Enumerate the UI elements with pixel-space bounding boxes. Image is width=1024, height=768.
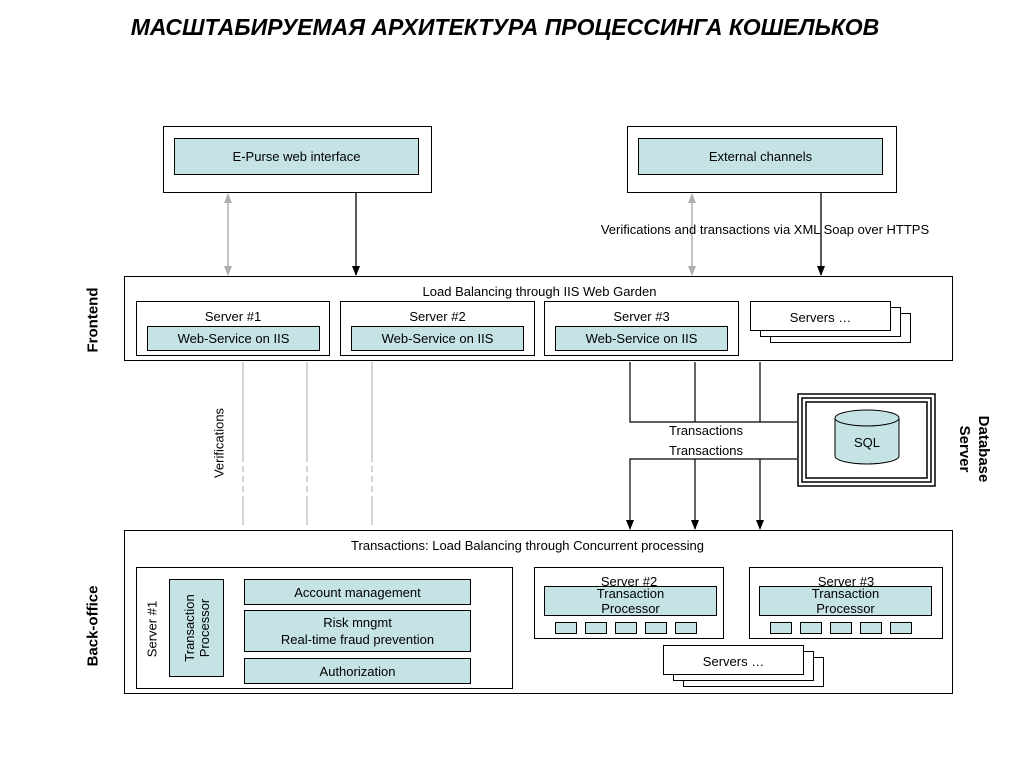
server-2-workers bbox=[555, 622, 697, 634]
worker-block bbox=[615, 622, 637, 634]
server-name: Server #3 bbox=[613, 309, 670, 324]
backoffice-more-servers: Servers … bbox=[663, 645, 804, 675]
server-3-workers bbox=[770, 622, 912, 634]
epurse-container: E-Purse web interface bbox=[163, 126, 432, 193]
backoffice-header: Transactions: Load Balancing through Con… bbox=[351, 538, 704, 553]
risk-management: Risk mngmt Real-time fraud prevention bbox=[244, 610, 471, 652]
processor-line2: Processor bbox=[816, 601, 875, 616]
processor-line2: Processor bbox=[601, 601, 660, 616]
server-2-name: Server #2 bbox=[600, 574, 658, 589]
frontend-server-2: Server #2 Web-Service on IIS bbox=[340, 301, 535, 356]
worker-block bbox=[860, 622, 882, 634]
server-3-name: Server #3 bbox=[817, 574, 875, 589]
worker-block bbox=[555, 622, 577, 634]
frontend-side-label: Frontend bbox=[84, 287, 102, 353]
backoffice-server-2: Server #2 Transaction Processor bbox=[534, 567, 724, 639]
server-1-name: Server #1 bbox=[144, 600, 160, 658]
server-name: Server #2 bbox=[409, 309, 466, 324]
transactions-label-2: Transactions bbox=[669, 443, 743, 458]
web-service: Web-Service on IIS bbox=[555, 326, 728, 351]
more-servers-label: Servers … bbox=[789, 310, 852, 325]
sql-label: SQL bbox=[853, 435, 880, 450]
database-frame-outer bbox=[797, 393, 936, 487]
worker-block bbox=[830, 622, 852, 634]
database-frame-middle bbox=[801, 397, 932, 483]
worker-block bbox=[770, 622, 792, 634]
fraud-prevention-label: Real-time fraud prevention bbox=[280, 632, 435, 647]
external-channels-container: External channels bbox=[627, 126, 897, 193]
sql-cylinder-top bbox=[834, 409, 900, 427]
transaction-processor-label: Transaction Processor bbox=[181, 594, 212, 662]
backoffice-side-label: Back-office bbox=[84, 585, 102, 667]
page-title: МАСШТАБИРУЕМАЯ АРХИТЕКТУРА ПРОЦЕССИНГА К… bbox=[130, 14, 880, 40]
web-service: Web-Service on IIS bbox=[351, 326, 524, 351]
xml-soap-note: Verifications and transactions via XML S… bbox=[600, 222, 930, 237]
worker-block bbox=[675, 622, 697, 634]
frontend-more-servers: Servers … bbox=[750, 301, 891, 331]
transactions-label-1: Transactions bbox=[669, 423, 743, 438]
more-servers-label: Servers … bbox=[702, 654, 765, 669]
transaction-processor-vertical: Transaction Processor bbox=[169, 579, 224, 677]
server-2-processor: Transaction Processor bbox=[544, 586, 717, 616]
account-management: Account management bbox=[244, 579, 471, 605]
frontend-server-3: Server #3 Web-Service on IIS bbox=[544, 301, 739, 356]
processor-line1: Transaction bbox=[811, 586, 880, 601]
sql-to-backoffice-line bbox=[626, 458, 797, 530]
web-service: Web-Service on IIS bbox=[147, 326, 320, 351]
worker-block bbox=[800, 622, 822, 634]
worker-block bbox=[890, 622, 912, 634]
backoffice-server-3: Server #3 Transaction Processor bbox=[749, 567, 943, 639]
external-channels: External channels bbox=[638, 138, 883, 175]
authorization: Authorization bbox=[244, 658, 471, 684]
verifications-label: Verifications bbox=[211, 407, 227, 479]
backoffice-server-1: Server #1 Transaction Processor Account … bbox=[136, 567, 513, 689]
database-label-line2: Server bbox=[956, 425, 973, 473]
processor-line1: Transaction bbox=[596, 586, 665, 601]
database-label-line1: Database bbox=[975, 415, 992, 483]
server-name: Server #1 bbox=[204, 309, 262, 324]
risk-mngmt-label: Risk mngmt bbox=[323, 615, 392, 630]
frontend-header: Load Balancing through IIS Web Garden bbox=[422, 284, 657, 299]
worker-block bbox=[645, 622, 667, 634]
transactions-to-sql-line bbox=[629, 362, 797, 423]
server-3-processor: Transaction Processor bbox=[759, 586, 932, 616]
frontend-panel: Load Balancing through IIS Web Garden Se… bbox=[124, 276, 953, 361]
sql-cylinder bbox=[834, 418, 900, 465]
database-server-label: Database Server bbox=[955, 416, 993, 483]
worker-block bbox=[585, 622, 607, 634]
epurse-web-interface: E-Purse web interface bbox=[174, 138, 419, 175]
frontend-server-1: Server #1 Web-Service on IIS bbox=[136, 301, 330, 356]
backoffice-panel: Transactions: Load Balancing through Con… bbox=[124, 530, 953, 694]
